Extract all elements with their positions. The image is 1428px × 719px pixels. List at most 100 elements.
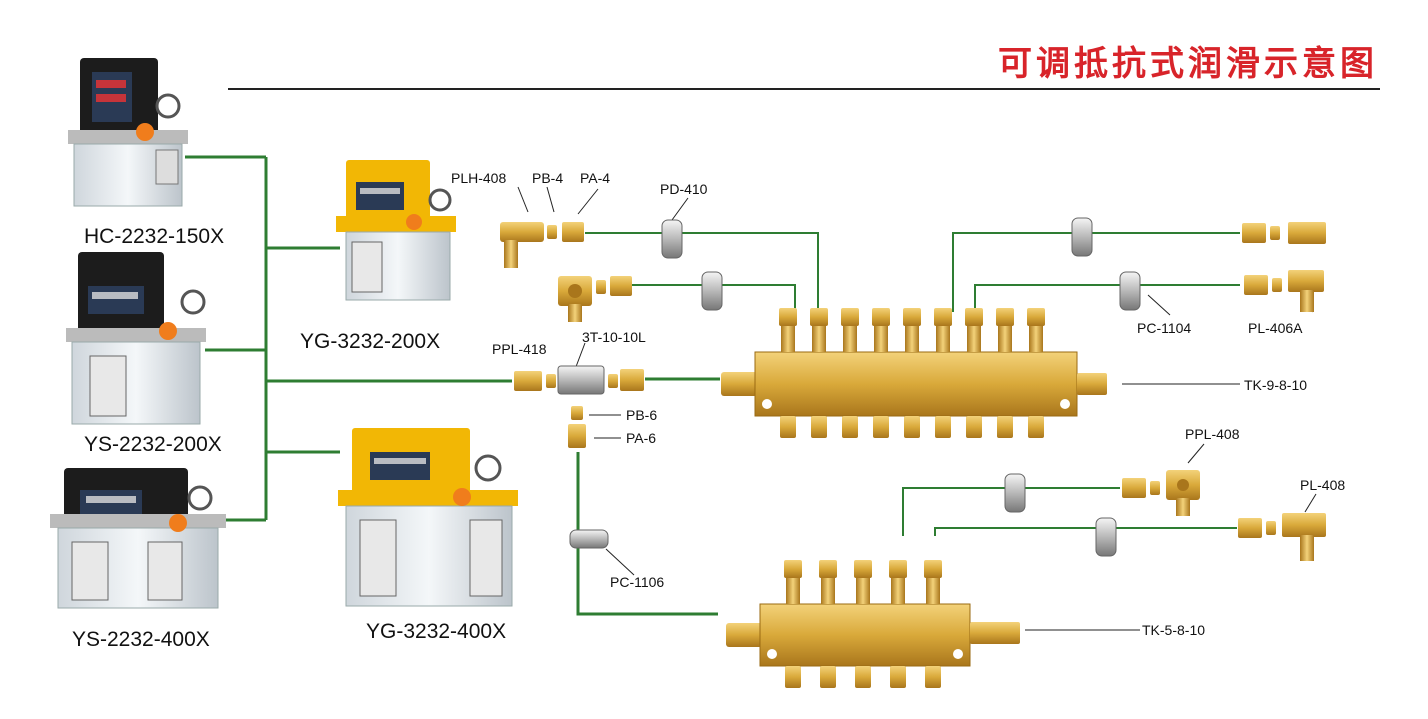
manifold-body xyxy=(759,603,971,667)
mount-hole xyxy=(1060,399,1070,409)
pump-yg-400x xyxy=(338,428,518,607)
label-pc1106: PC-1106 xyxy=(610,574,665,590)
manifold-body xyxy=(754,351,1078,417)
label-pl406a: PL-406A xyxy=(1248,320,1303,336)
label-pa4: PA-4 xyxy=(580,170,611,186)
adjust-screw xyxy=(811,416,827,438)
label-ys-400x: YS-2232-400X xyxy=(72,628,210,651)
top-port-nut xyxy=(924,560,942,578)
pipe-right2 xyxy=(974,284,1240,312)
clip-pc1106 xyxy=(569,529,609,549)
adjust-screw xyxy=(1028,416,1044,438)
adjust-screw xyxy=(855,666,871,688)
top-port-body xyxy=(781,326,795,352)
pipe-down xyxy=(576,452,718,616)
title-rule xyxy=(228,88,1380,90)
label-yg-200x: YG-3232-200X xyxy=(300,330,441,353)
label-pl408: PL-408 xyxy=(1300,477,1346,493)
label-pc1104: PC-1104 xyxy=(1137,320,1192,336)
label-tk5: TK-5-8-10 xyxy=(1142,622,1206,638)
tk5-end-plug xyxy=(970,622,1020,644)
top-port-nut xyxy=(784,560,802,578)
adjust-screw xyxy=(890,666,906,688)
label-3t: 3T-10-10L xyxy=(582,329,646,345)
label-ys-200x: YS-2232-200X xyxy=(84,433,222,456)
top-port-nut xyxy=(965,308,983,326)
label-pb6: PB-6 xyxy=(626,407,658,423)
adjust-screw xyxy=(780,416,796,438)
adjust-screw xyxy=(935,416,951,438)
mount-hole xyxy=(767,649,777,659)
fitting-pl406a xyxy=(1244,270,1324,312)
top-port-body xyxy=(821,578,835,604)
pump-ys-400x xyxy=(50,468,226,609)
top-port-nut xyxy=(872,308,890,326)
label-yg-400x: YG-3232-400X xyxy=(366,620,507,643)
label-pd410: PD-410 xyxy=(660,181,708,197)
top-port-nut xyxy=(779,308,797,326)
top-port-body xyxy=(874,326,888,352)
label-ppl418: PPL-418 xyxy=(492,341,547,357)
top-port-nut xyxy=(854,560,872,578)
manifold-inlet xyxy=(726,623,762,647)
top-port-body xyxy=(891,578,905,604)
adjust-screw xyxy=(820,666,836,688)
adjust-screw xyxy=(873,416,889,438)
manifold-tk5 xyxy=(726,560,1020,688)
top-port-nut xyxy=(996,308,1014,326)
top-port-nut xyxy=(1027,308,1045,326)
label-tk9: TK-9-8-10 xyxy=(1244,377,1308,393)
label-pb4: PB-4 xyxy=(532,170,564,186)
adjust-screw xyxy=(966,416,982,438)
adjust-screw xyxy=(997,416,1013,438)
fitting-plh408 xyxy=(500,222,544,268)
top-port-body xyxy=(843,326,857,352)
fitting-ppl418 xyxy=(558,276,632,322)
top-port-body xyxy=(998,326,1012,352)
clip-pd410 xyxy=(661,219,723,311)
pump-ys-200x xyxy=(66,252,206,425)
manifold-tk9 xyxy=(721,308,1107,438)
top-port-nut xyxy=(819,560,837,578)
top-port-nut xyxy=(889,560,907,578)
top-port-body xyxy=(1029,326,1043,352)
fitting-3t-tee xyxy=(514,365,644,448)
top-port-body xyxy=(926,578,940,604)
adjust-screw xyxy=(904,416,920,438)
mount-hole xyxy=(762,399,772,409)
tk9-end-plug xyxy=(1077,373,1107,395)
label-pa6: PA-6 xyxy=(626,430,657,446)
leader-lines xyxy=(517,186,1317,631)
top-port-body xyxy=(812,326,826,352)
top-port-nut xyxy=(934,308,952,326)
manifold-inlet xyxy=(721,372,757,396)
adjust-screw xyxy=(842,416,858,438)
clips-right xyxy=(1004,217,1141,557)
adjust-screw xyxy=(785,666,801,688)
adjust-screw xyxy=(925,666,941,688)
label-hc-150x: HC-2232-150X xyxy=(84,225,225,248)
fitting-right-top xyxy=(1242,222,1326,244)
pipe-right1 xyxy=(952,232,1240,312)
fitting-pa4 xyxy=(562,222,584,242)
fitting-pb4 xyxy=(547,225,557,239)
diagram-title: 可调抵抗式润滑示意图 xyxy=(998,44,1378,84)
mount-hole xyxy=(953,649,963,659)
pipe-lower1 xyxy=(902,487,1120,536)
top-port-body xyxy=(905,326,919,352)
top-port-body xyxy=(856,578,870,604)
pipe-ppl418 xyxy=(632,284,796,312)
label-ppl408: PPL-408 xyxy=(1185,426,1240,442)
top-port-body xyxy=(936,326,950,352)
top-port-nut xyxy=(810,308,828,326)
pipe-lower2 xyxy=(934,527,1237,536)
fitting-ppl408 xyxy=(1122,470,1200,516)
pump-hc-150x xyxy=(68,58,188,207)
top-port-body xyxy=(967,326,981,352)
top-port-nut xyxy=(903,308,921,326)
pump-yg-200x xyxy=(336,160,456,301)
label-plh408: PLH-408 xyxy=(451,170,507,186)
top-port-body xyxy=(786,578,800,604)
